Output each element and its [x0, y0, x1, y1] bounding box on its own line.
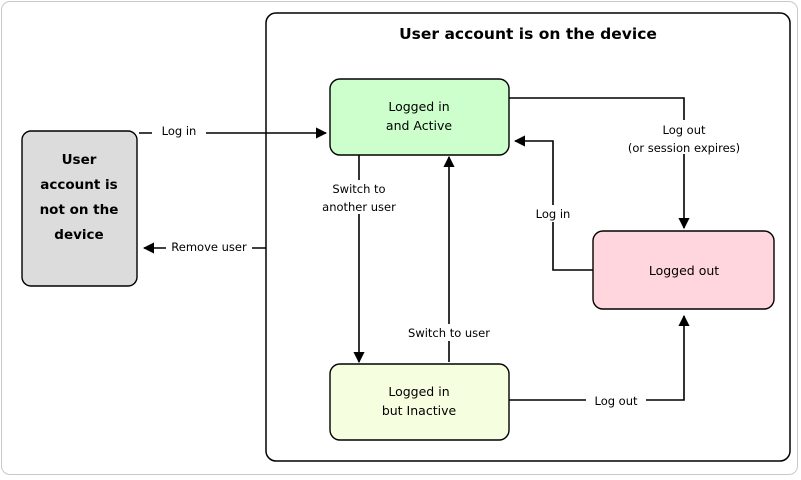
edge-label-remove-user: Remove user: [171, 240, 247, 254]
group-title: User account is on the device: [399, 25, 657, 43]
node-logged-in-inactive-line-2: but Inactive: [382, 403, 457, 418]
node-logged-in-active-line-1: Logged in: [388, 99, 449, 114]
node-logged-in-inactive-line-1: Logged in: [388, 384, 449, 399]
node-logged-in-active-line-2: and Active: [386, 118, 452, 133]
edge-label-log-in-return: Log in: [536, 207, 571, 221]
node-not-on-device-line-4: device: [54, 227, 103, 243]
node-logged-out-line-1: Logged out: [649, 263, 719, 278]
node-not-on-device-line-1: User: [62, 152, 97, 168]
edge-label-log-out-session-line-1: Log out: [662, 123, 706, 137]
node-logged-in-active[interactable]: [329, 78, 510, 156]
edge-label-switch-to-user: Switch to user: [408, 326, 490, 340]
edge-label-log-in-entry: Log in: [162, 124, 197, 138]
edge-log-out-inactive: [509, 314, 690, 401]
node-not-on-device-line-2: account is: [40, 177, 117, 193]
label-bg-switch-another: [314, 180, 406, 214]
edge-label-log-out-session-line-2: (or session expires): [628, 141, 740, 155]
node-not-on-device-line-3: not on the: [40, 202, 119, 218]
edge-label-switch-to-another-user-line-2: another user: [322, 200, 396, 214]
edge-log-out-session: [509, 97, 690, 230]
edge-label-log-out-inactive: Log out: [594, 394, 638, 408]
label-bg-log-in-return: [529, 205, 577, 222]
edge-label-switch-to-another-user-line-1: Switch to: [332, 182, 385, 196]
node-not-on-device[interactable]: [21, 130, 138, 287]
label-bg-log-out-session: [620, 120, 748, 154]
node-logged-in-inactive[interactable]: [329, 363, 510, 441]
label-bg-log-out-inactive: [586, 392, 646, 409]
label-bg-switch-to-user: [400, 324, 498, 341]
label-bg-remove-user: [166, 238, 252, 255]
node-logged-out[interactable]: [592, 230, 775, 310]
label-bg-log-in-entry: [152, 122, 206, 139]
